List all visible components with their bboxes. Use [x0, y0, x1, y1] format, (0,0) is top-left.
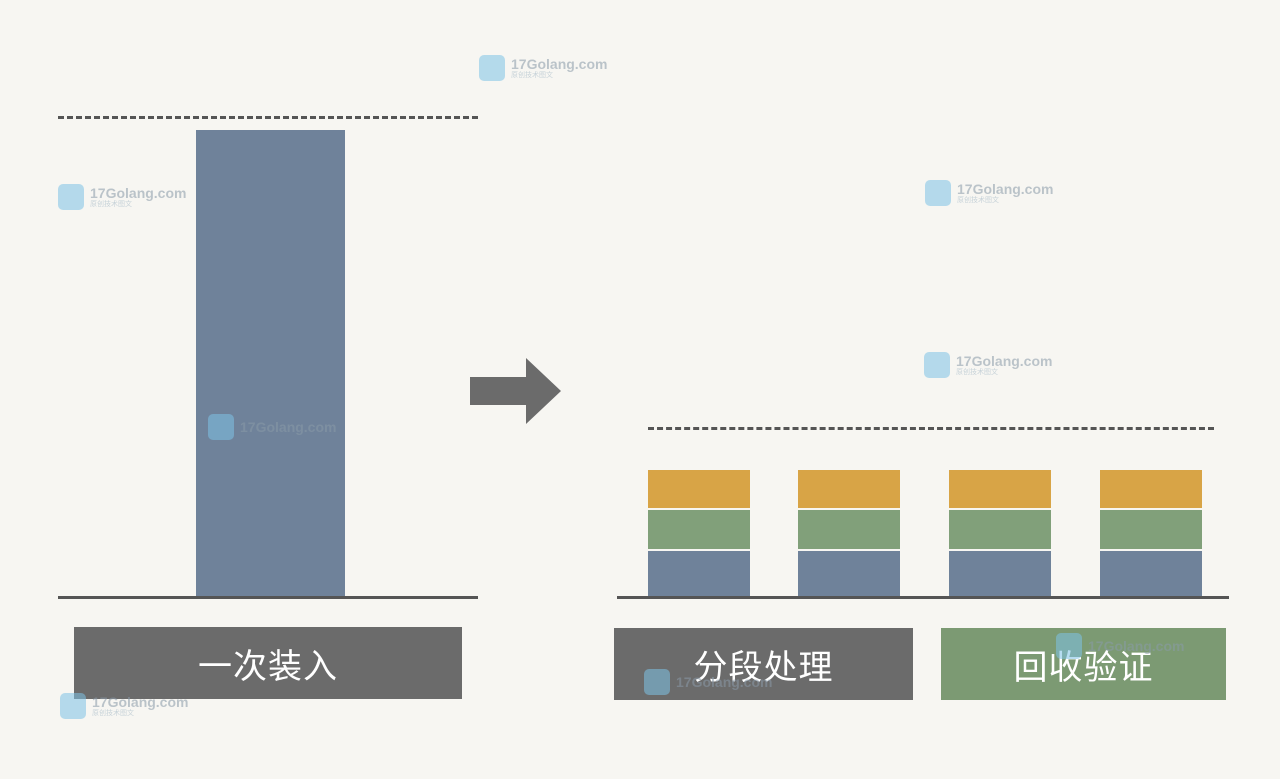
- segment-top-block: [949, 470, 1051, 508]
- watermark: 17Golang.com 原创技术图文: [479, 55, 607, 81]
- watermark-site: 17Golang.com: [956, 352, 1053, 369]
- watermark: 17Golang.com 原创技术图文: [924, 352, 1052, 378]
- label-reclaim-verify: 回收验证: [941, 628, 1226, 700]
- segment-top-block: [1100, 470, 1202, 508]
- watermark-sub: 原创技术图文: [511, 70, 553, 79]
- segment-bottom-block: [648, 551, 750, 597]
- segment-middle-block: [1100, 510, 1202, 549]
- segment-middle-block: [798, 510, 900, 549]
- watermark-logo-icon: [58, 184, 84, 210]
- watermark-sub: 原创技术图文: [92, 708, 134, 717]
- watermark-sub: 原创技术图文: [956, 367, 998, 376]
- watermark-site: 17Golang.com: [957, 180, 1054, 197]
- segment-middle-block: [648, 510, 750, 549]
- watermark-site: 17Golang.com: [90, 184, 187, 201]
- left-baseline: [58, 596, 478, 599]
- watermark: 17Golang.com 原创技术图文: [58, 184, 186, 210]
- segment-middle-block: [949, 510, 1051, 549]
- watermark-logo-icon: [479, 55, 505, 81]
- watermark: 17Golang.com 原创技术图文: [925, 180, 1053, 206]
- segment-top-block: [648, 470, 750, 508]
- right-arrow-icon: [470, 358, 561, 424]
- right-baseline: [617, 596, 1229, 599]
- left-limit-dashed-line: [58, 116, 478, 119]
- segment-bottom-block: [798, 551, 900, 597]
- segment-bottom-block: [1100, 551, 1202, 597]
- single-load-bar: [196, 130, 345, 598]
- watermark-site: 17Golang.com: [511, 55, 608, 72]
- right-limit-dashed-line: [648, 427, 1214, 430]
- label-segmented-processing: 分段处理: [614, 628, 913, 700]
- segment-bottom-block: [949, 551, 1051, 597]
- watermark-sub: 原创技术图文: [957, 195, 999, 204]
- segment-top-block: [798, 470, 900, 508]
- label-single-load: 一次装入: [74, 627, 462, 699]
- watermark-sub: 原创技术图文: [90, 199, 132, 208]
- watermark-logo-icon: [925, 180, 951, 206]
- watermark-logo-icon: [924, 352, 950, 378]
